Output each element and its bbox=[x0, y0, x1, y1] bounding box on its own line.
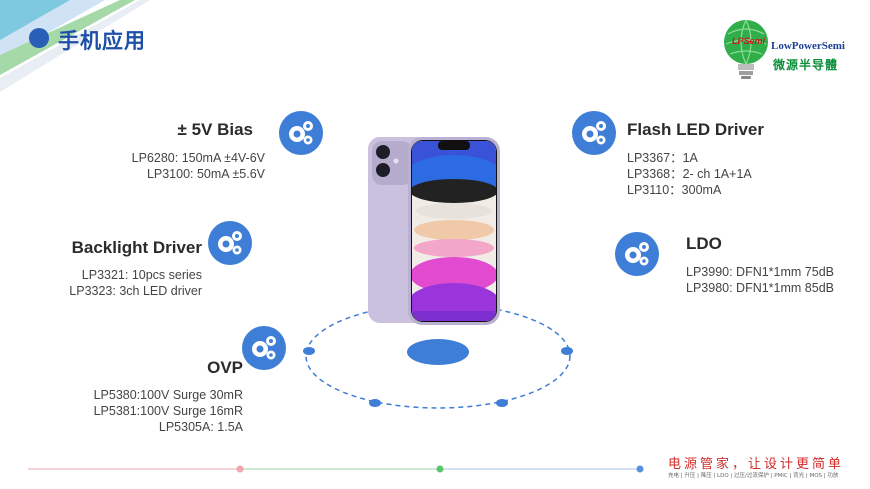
spec-line: LP3367：1A bbox=[627, 151, 698, 165]
ovp-specs: LP5380:100V Surge 30mR LP5381:100V Surge… bbox=[94, 387, 243, 435]
ldo-specs: LP3990: DFN1*1mm 75dB LP3980: DFN1*1mm 8… bbox=[686, 264, 834, 296]
gear-icon bbox=[279, 111, 323, 155]
ovp-heading: OVP bbox=[207, 358, 243, 377]
title-bullet bbox=[29, 28, 49, 48]
logo-english-name: LowPowerSemi bbox=[771, 40, 845, 52]
phone-illustration bbox=[368, 137, 500, 325]
spec-line: LP3321: 10pcs series bbox=[81, 268, 202, 282]
backlight-specs: LP3321: 10pcs series LP3323: 3ch LED dri… bbox=[69, 267, 202, 299]
bias-heading: ± 5V Bias bbox=[177, 120, 253, 139]
gear-icon bbox=[615, 232, 659, 276]
gear-icon bbox=[208, 221, 252, 265]
spec-line: LP3110：300mA bbox=[627, 183, 722, 197]
spec-line: LP3990: DFN1*1mm 75dB bbox=[686, 265, 834, 279]
ldo-heading: LDO bbox=[686, 234, 722, 253]
spec-line: LP5305A: 1.5A bbox=[158, 420, 243, 434]
flash-heading: Flash LED Driver bbox=[627, 120, 764, 139]
spec-line: LP3368：2- ch 1A+1A bbox=[627, 167, 752, 181]
spec-line: LP6280: 150mA ±4V-6V bbox=[131, 151, 265, 165]
spec-line: LP3100: 50mA ±5.6V bbox=[146, 167, 265, 181]
backlight-heading: Backlight Driver bbox=[71, 238, 202, 257]
gear-icon bbox=[242, 326, 286, 370]
logo-badge-text: LPSemi bbox=[732, 36, 766, 46]
gear-icon bbox=[572, 111, 616, 155]
spec-line: LP5380:100V Surge 30mR bbox=[93, 388, 243, 402]
company-logo bbox=[724, 19, 768, 79]
flash-specs: LP3367：1A LP3368：2- ch 1A+1A LP3110：300m… bbox=[627, 150, 752, 198]
orbit-center-disc bbox=[407, 339, 469, 365]
page-title: 手机应用 bbox=[58, 29, 146, 53]
footer-slogan: 电源管家，让设计更简单 bbox=[668, 457, 845, 472]
logo-chinese-name: 微源半导體 bbox=[773, 58, 839, 72]
bias-specs: LP6280: 150mA ±4V-6V LP3100: 50mA ±5.6V bbox=[132, 150, 265, 182]
spec-line: LP3323: 3ch LED driver bbox=[69, 284, 202, 298]
spec-line: LP3980: DFN1*1mm 85dB bbox=[686, 281, 834, 295]
corner-decoration bbox=[0, 0, 150, 92]
spec-line: LP5381:100V Surge 16mR bbox=[93, 404, 243, 418]
footer-product-tags: 充电 | 升压 | 降压 | LDO | 过压/过流保护 | PMIC | 背光… bbox=[668, 473, 839, 479]
